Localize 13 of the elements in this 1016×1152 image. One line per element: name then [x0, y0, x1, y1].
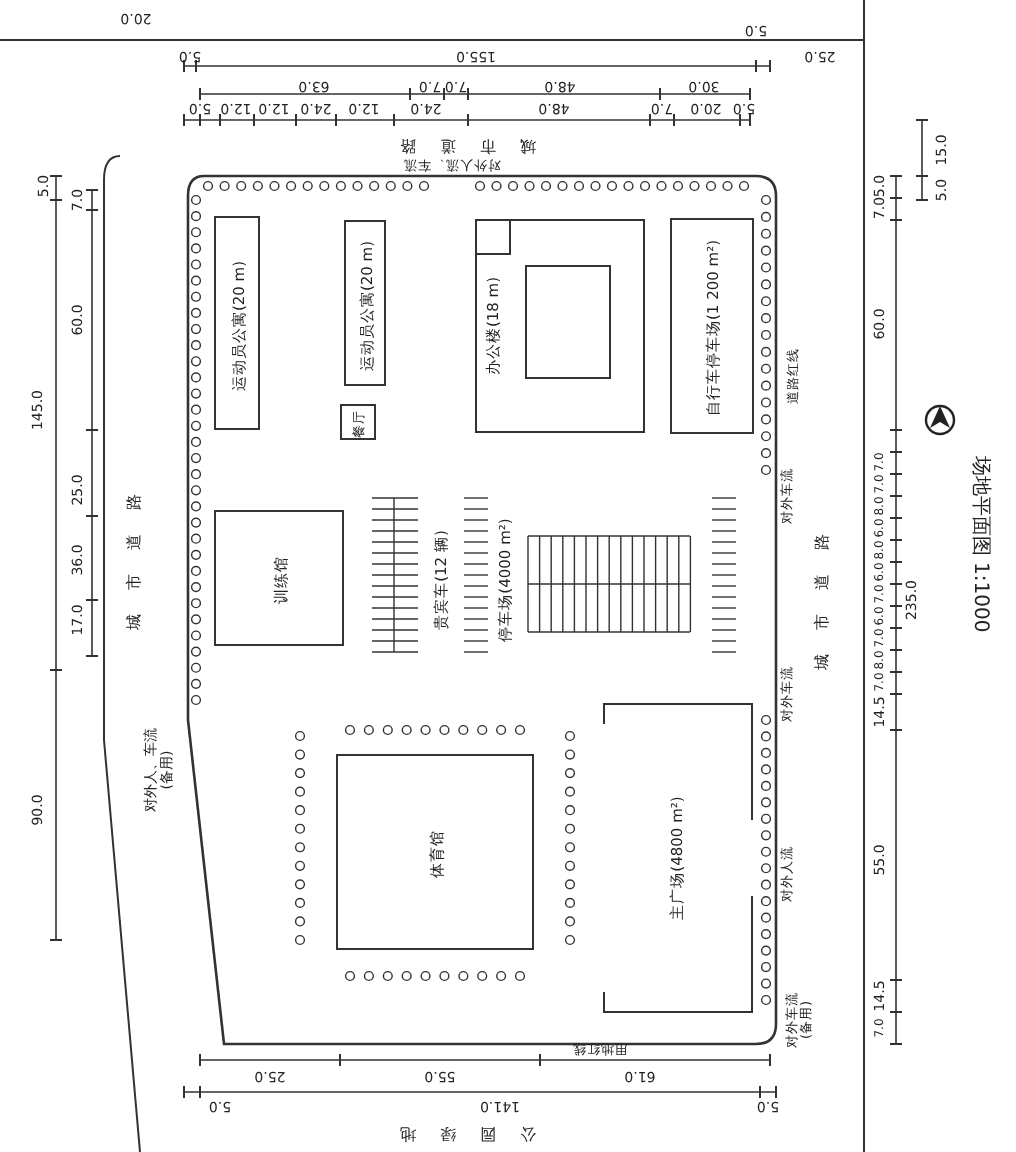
road-name: 城市道路 — [127, 470, 145, 630]
apartment-building — [344, 220, 386, 386]
road-name: 城市道路 — [815, 510, 833, 670]
canteen-building — [340, 404, 376, 440]
drawing-title: 场地平面图 1:1000 — [969, 455, 991, 633]
area-name: 公园绿地 — [376, 1123, 536, 1141]
plaza-area — [600, 700, 756, 1016]
stadium-building — [336, 754, 534, 950]
office-building — [474, 218, 646, 434]
apartment-building — [214, 216, 260, 430]
bicycle-parking-area — [670, 218, 754, 434]
training-hall — [214, 510, 344, 646]
road-name: 城市道路 — [376, 135, 536, 153]
